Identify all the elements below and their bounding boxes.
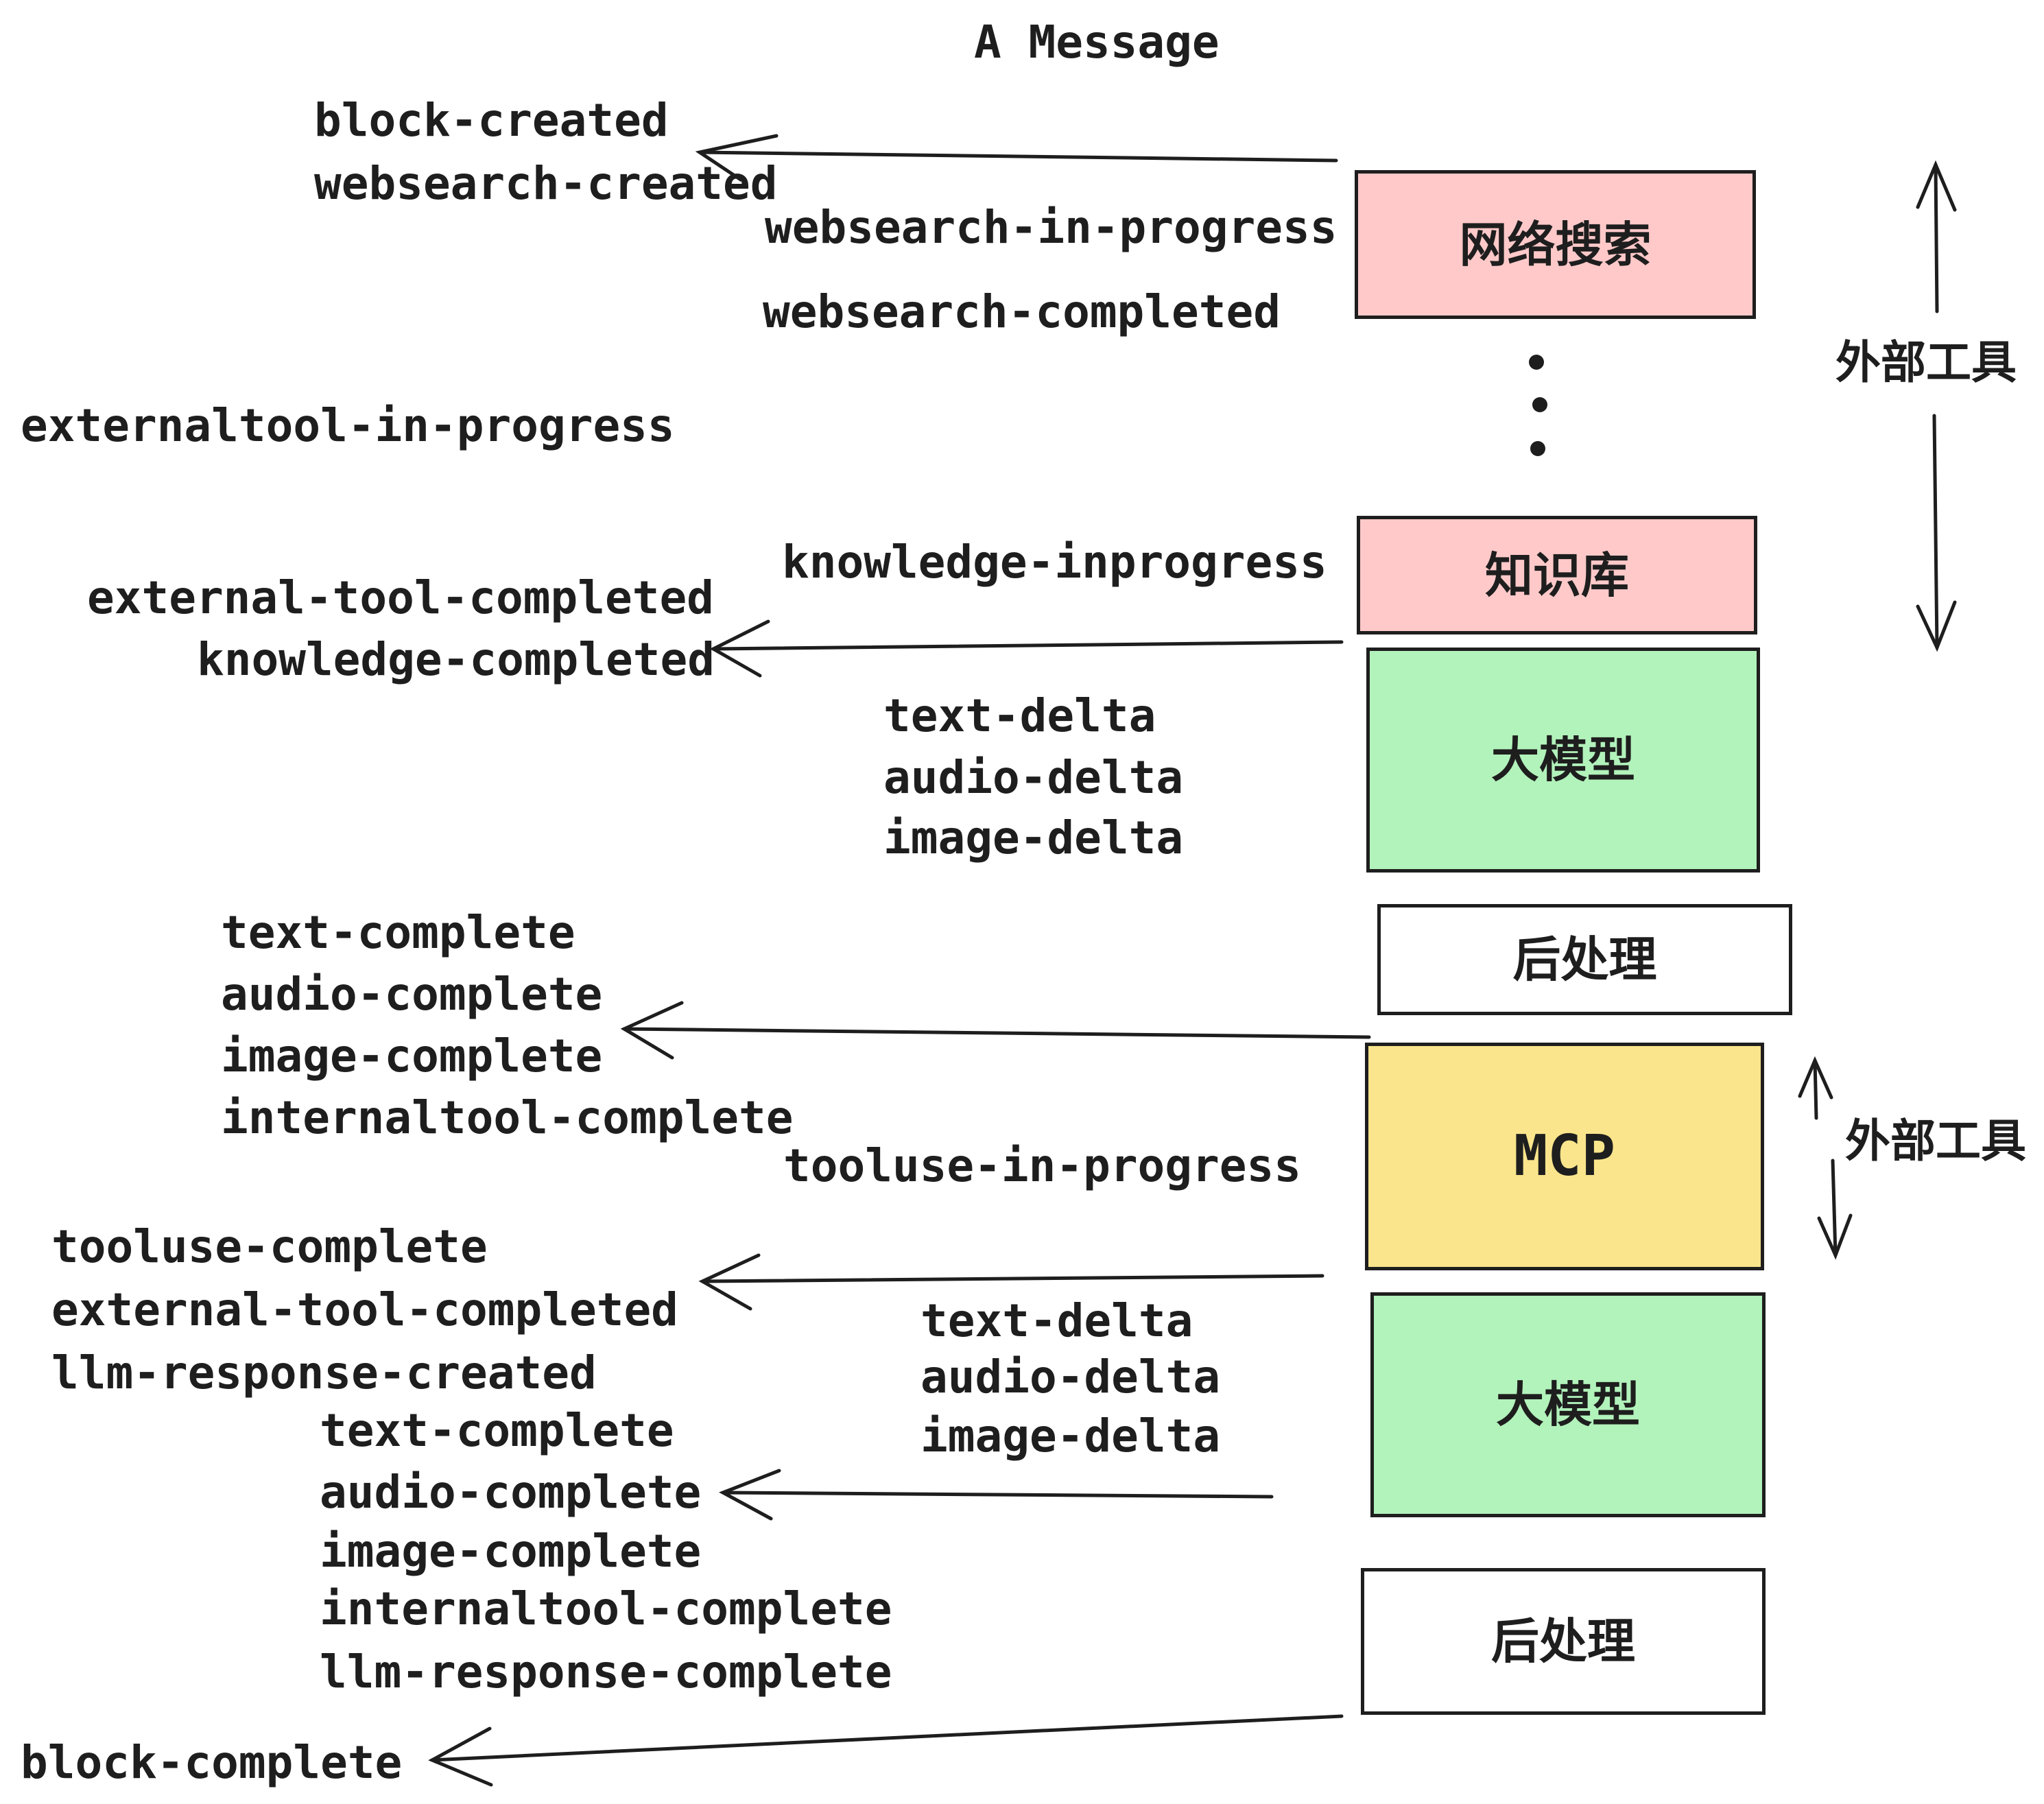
- arrow-block-complete: [428, 1714, 1344, 1787]
- box-websearch: 网络搜索: [1355, 170, 1756, 319]
- external-tools-mid-label: 外部工具: [1845, 1115, 2026, 1166]
- box-postprocess-1: 后处理: [1377, 904, 1792, 1015]
- box-llm-2-label: 大模型: [1496, 1378, 1640, 1432]
- arrow-tooluse-complete: [698, 1253, 1324, 1311]
- event-tooluse-in-progress: tooluse-in-progress: [783, 1139, 1301, 1192]
- arrow-block-created: [695, 134, 1338, 182]
- event-tooluse-complete: tooluse-complete: [51, 1220, 488, 1273]
- event-block-created: block-created: [314, 94, 669, 147]
- box-llm-1: 大模型: [1366, 648, 1760, 873]
- arrow-knowledge-completed: [709, 619, 1344, 678]
- event-image-delta-1: image-delta: [883, 811, 1184, 864]
- arrow-audio-complete-2: [719, 1469, 1274, 1521]
- event-text-complete-2: text-complete: [320, 1404, 674, 1457]
- page-title: A Message: [974, 16, 1220, 69]
- event-image-complete-2: image-complete: [320, 1525, 702, 1578]
- external-tools-mid-down-arrow: [1817, 1159, 1853, 1260]
- event-websearch-created: websearch-created: [314, 157, 778, 210]
- box-mcp: MCP: [1365, 1043, 1764, 1270]
- event-audio-complete-2: audio-complete: [320, 1466, 702, 1519]
- event-audio-delta-2: audio-delta: [920, 1351, 1221, 1403]
- event-audio-complete-1: audio-complete: [221, 968, 603, 1021]
- event-llm-response-complete: llm-response-complete: [320, 1646, 892, 1698]
- event-externaltool-in-progress: externaltool-in-progress: [21, 399, 675, 452]
- event-image-complete-1: image-complete: [221, 1030, 603, 1082]
- event-text-delta-2: text-delta: [920, 1294, 1193, 1347]
- box-postprocess-2-label: 后处理: [1491, 1615, 1635, 1668]
- event-knowledge-completed: knowledge-completed: [197, 633, 715, 686]
- arrow-internal-complete-1: [620, 1001, 1371, 1060]
- box-postprocess-2: 后处理: [1361, 1568, 1766, 1715]
- external-tools-top-label: 外部工具: [1835, 337, 2017, 388]
- box-knowledge: 知识库: [1357, 516, 1757, 634]
- event-audio-delta-1: audio-delta: [883, 751, 1184, 804]
- event-internaltool-complete-2: internaltool-complete: [320, 1582, 892, 1635]
- event-websearch-in-progress: websearch-in-progress: [765, 201, 1338, 254]
- external-tools-top-up-arrow: [1916, 160, 1957, 313]
- ellipsis-dots: [1529, 355, 1547, 456]
- event-knowledge-inprogress: knowledge-inprogress: [782, 536, 1327, 589]
- event-internaltool-complete-1: internaltool-complete: [221, 1091, 794, 1144]
- event-text-delta-1: text-delta: [883, 689, 1156, 742]
- event-block-complete: block-complete: [21, 1736, 403, 1789]
- event-image-delta-2: image-delta: [920, 1410, 1221, 1462]
- external-tools-mid-up-arrow: [1798, 1056, 1833, 1120]
- box-llm-2: 大模型: [1370, 1292, 1766, 1517]
- box-mcp-label: MCP: [1513, 1124, 1616, 1189]
- box-knowledge-label: 知识库: [1485, 548, 1629, 602]
- box-websearch-label: 网络搜索: [1459, 217, 1652, 272]
- event-websearch-completed: websearch-completed: [763, 285, 1281, 338]
- event-text-complete-1: text-complete: [221, 906, 575, 959]
- box-llm-1-label: 大模型: [1491, 733, 1635, 787]
- box-postprocess-1-label: 后处理: [1512, 933, 1657, 986]
- event-external-tool-completed-1: external-tool-completed: [87, 571, 714, 624]
- event-llm-response-created: llm-response-created: [51, 1346, 597, 1399]
- event-external-tool-completed-2: external-tool-completed: [51, 1283, 678, 1336]
- external-tools-top-down-arrow: [1916, 414, 1957, 652]
